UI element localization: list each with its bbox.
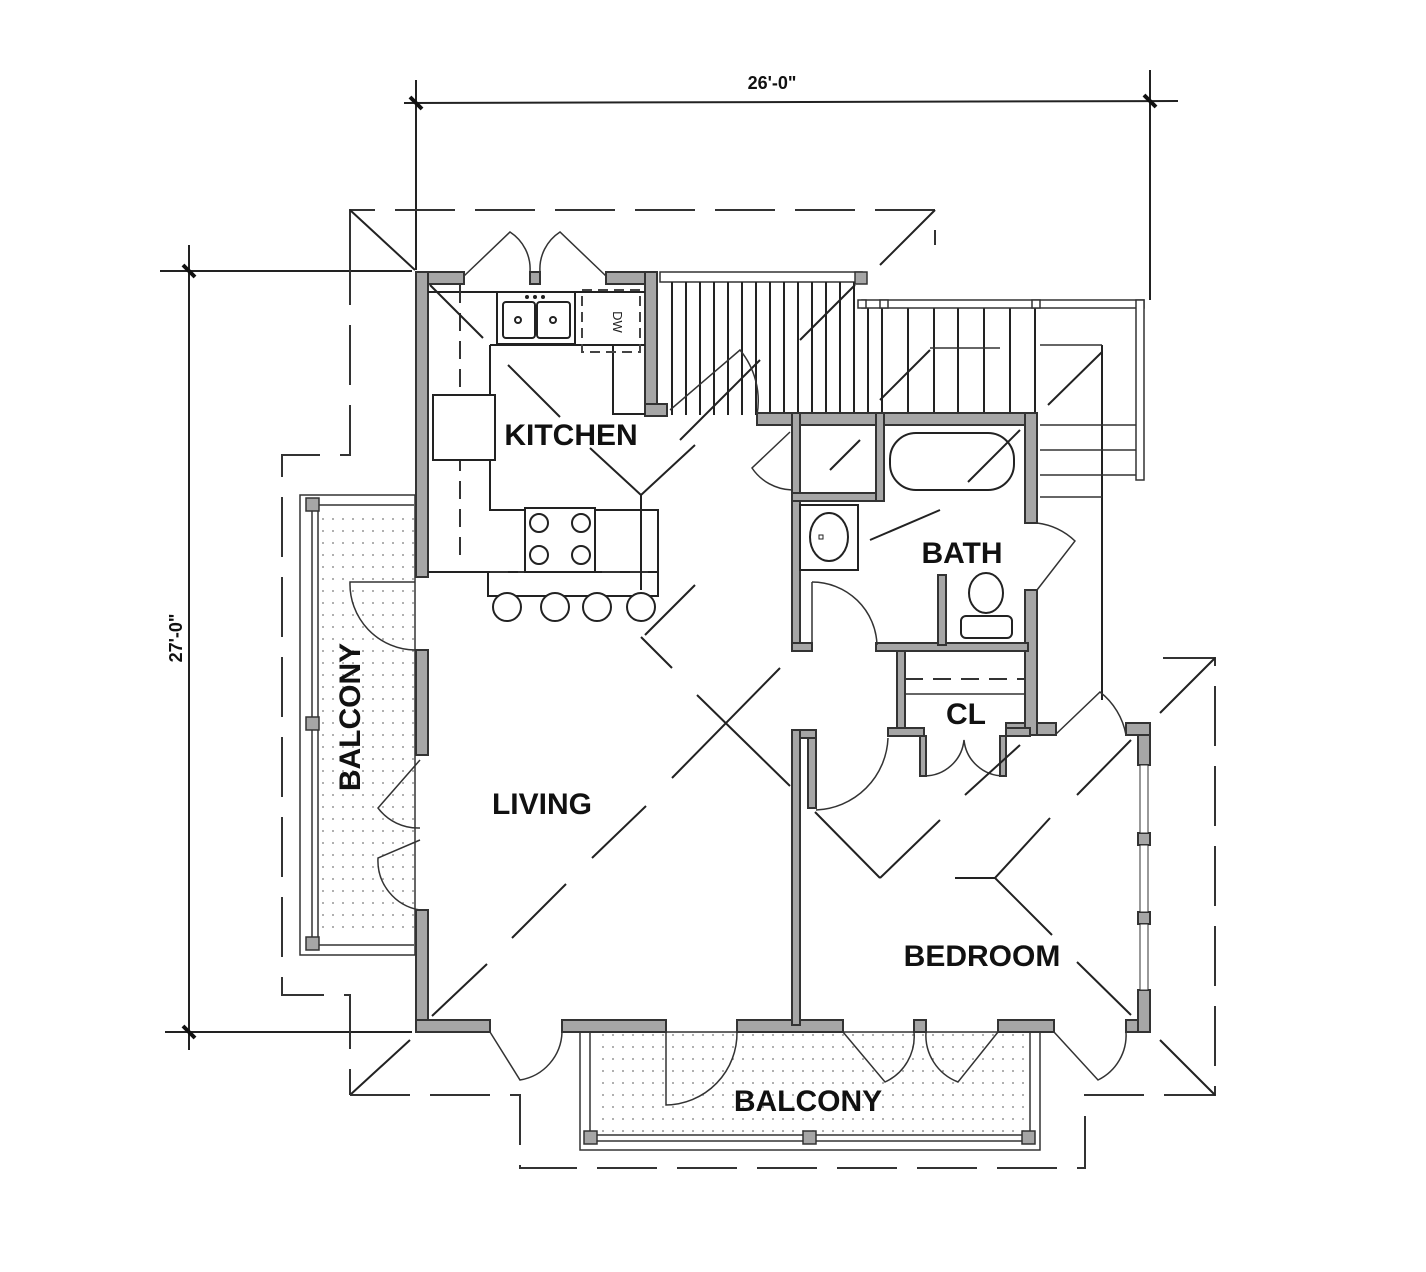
room-label-closet: CL (946, 698, 986, 731)
closet: CL (905, 678, 1025, 777)
depth-dimension-label: 27'-0" (166, 614, 186, 663)
living: LIVING (349, 348, 791, 1106)
bedroom: BEDROOM (814, 691, 1149, 1083)
width-dimension-label: 26'-0" (748, 73, 797, 93)
room-label-bath: BATH (921, 537, 1002, 570)
room-label-bedroom: BEDROOM (904, 940, 1061, 973)
dimension-width: 26'-0" (403, 70, 1179, 300)
room-label-kitchen: KITCHEN (504, 419, 637, 452)
room-label-balcony-west: BALCONY (334, 643, 367, 791)
kitchen: DW KITCHEN (428, 231, 696, 622)
room-label-balcony-south: BALCONY (734, 1085, 882, 1118)
stair (659, 271, 1145, 498)
roof-outline (281, 209, 1216, 1169)
room-label-living: LIVING (492, 788, 592, 821)
dimension-depth: 27'-0" (160, 245, 412, 1050)
dishwasher-label: DW (610, 311, 625, 333)
walls (415, 271, 1151, 1033)
balcony-south: BALCONY (579, 1031, 1041, 1151)
balcony-west: BALCONY (299, 494, 416, 956)
bath: BATH (751, 429, 1077, 646)
